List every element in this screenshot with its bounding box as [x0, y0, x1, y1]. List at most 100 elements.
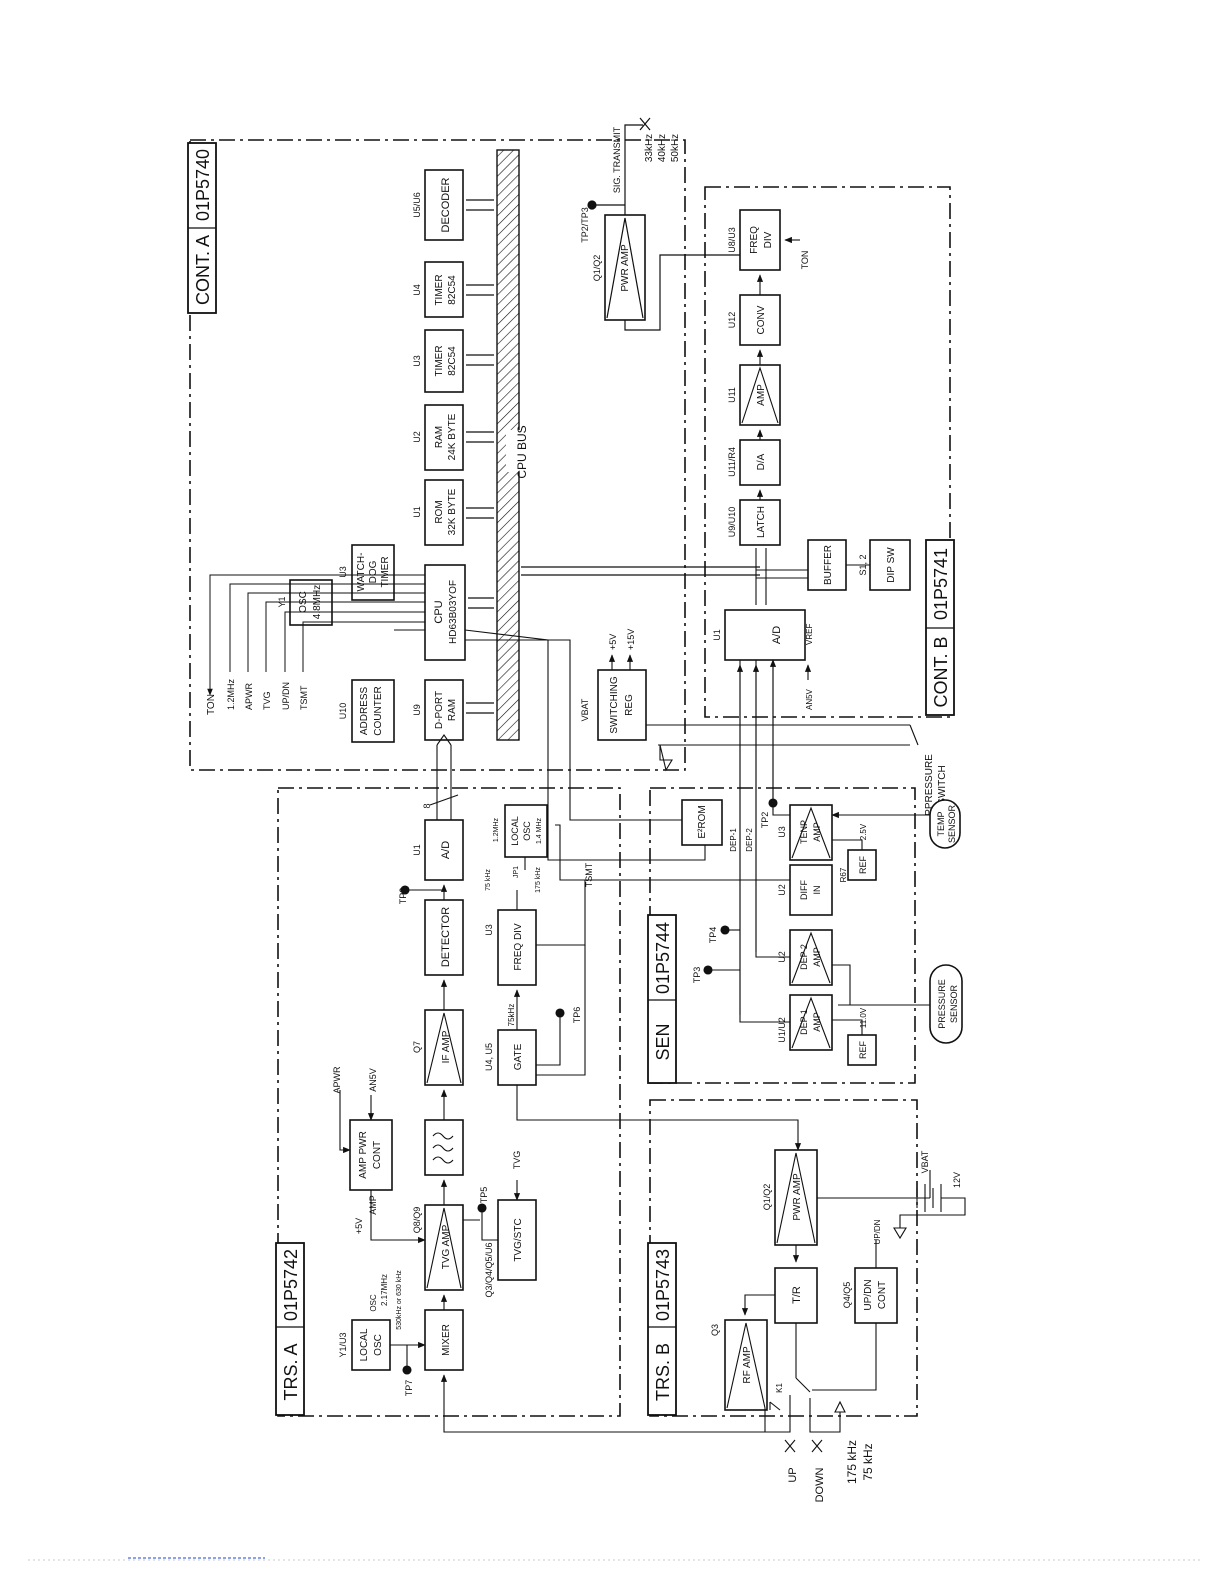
plus5v-label: +5V — [608, 634, 618, 650]
ad-b-vref: VREF — [805, 624, 814, 645]
cont-b-frame — [704, 186, 951, 718]
vbat-b-label: VBAT — [920, 1150, 930, 1173]
local-osc-a-osc: OSC — [369, 1294, 378, 1312]
timer-u4-line1: TIMER — [434, 274, 445, 305]
local-osc-a-line2: OSC — [373, 1334, 384, 1356]
trs-a-title: TRS. A 01P5742 — [275, 1242, 305, 1416]
freq-div-b-ton: TON — [800, 251, 810, 270]
freq-div-b-ref: U8/U3 — [727, 227, 737, 253]
local-osc-a-out: 530kHz or 630 kHz — [396, 1270, 403, 1330]
watchdog-line2: DOG — [368, 560, 379, 583]
watchdog-line1: WATCH- — [356, 553, 367, 592]
rf-amp-block: RF AMP Q3 — [710, 1319, 768, 1411]
dep1-line2: AMP — [812, 1012, 822, 1032]
decoder-label: DECODER — [440, 177, 452, 232]
amp-pwr-line2: CONT — [372, 1141, 383, 1169]
signal-1-2mhz: 1.2MHz — [226, 678, 236, 710]
amp-pwr-apwr: APWR — [332, 1066, 342, 1094]
rom-block: ROM 32K BYTE U1 — [412, 479, 464, 546]
dep1-amp-block: DEP 1 AMP U1/U2 — [777, 994, 833, 1051]
cont-b-name: CONT. B — [931, 636, 951, 707]
updn-ref: Q4/Q5 — [842, 1282, 852, 1309]
freq-div-b-line2: DIV — [763, 231, 774, 248]
trs-a-tsmt: TSMT — [584, 862, 594, 887]
tp7-label: TP7 — [404, 1380, 414, 1397]
rf-amp-ref: Q3 — [710, 1324, 720, 1336]
freq-div-a-block: FREQ DIV U3 75 kHz 175 kHz JP1 — [484, 866, 542, 986]
ad-b-block: A/D U1 VREF AN5V — [712, 609, 814, 710]
dep2-line2: AMP — [812, 947, 822, 967]
temp-sensor-line2: SENSOR — [947, 804, 957, 843]
tp2-tp3-label: TP2/TP3 — [580, 207, 590, 243]
buffer-label: BUFFER — [823, 545, 834, 585]
timer-u4-line2: 82C54 — [447, 275, 458, 305]
freq-33khz: 33kHz — [644, 134, 655, 162]
updn-line1: UP/DN — [863, 1279, 874, 1310]
local-osc-a-freq: 2.17MHz — [380, 1274, 389, 1306]
tenp-line2: AMP — [812, 822, 822, 842]
da-label: D/A — [756, 453, 767, 470]
gate-75khz: 75kHz — [507, 1004, 516, 1027]
ad-a-label: A/D — [440, 841, 452, 859]
cont-a-name: CONT. A — [193, 235, 213, 305]
latch-ref: U9/U10 — [727, 507, 737, 538]
v12-label: 12V — [952, 1172, 962, 1188]
decoder-ref: U5/U6 — [412, 192, 422, 218]
freq-75khz: 75 kHz — [861, 1443, 875, 1480]
cont-a-pwr-amp-label: PWR AMP — [620, 244, 631, 292]
cont-a-pwr-amp-ref: Q1/Q2 — [592, 255, 602, 282]
switching-line2: REG — [624, 694, 635, 716]
sen-tp3: TP3 — [692, 967, 702, 984]
diff-line2: IN — [812, 886, 822, 895]
rom-line1: ROM — [434, 500, 445, 523]
cont-a-code: 01P5740 — [193, 149, 213, 221]
address-counter-block: ADDRESS COUNTER U10 — [338, 679, 395, 743]
filter-block — [424, 1119, 464, 1176]
trs-a-wires — [339, 734, 802, 1375]
tenp-ref: U3 — [777, 826, 787, 838]
conv-block: CONV U12 — [727, 294, 781, 346]
detector-block: DETECTOR — [424, 899, 464, 976]
dport-line1: D-PORT — [434, 691, 445, 729]
trs-b-name: TRS. B — [653, 1343, 673, 1401]
rom-ref: U1 — [412, 506, 422, 518]
pwr-amp-b-label: PWR AMP — [792, 1173, 803, 1221]
ad-b-label: A/D — [771, 626, 783, 644]
local-osc-b-line1: LOCAL — [510, 816, 520, 846]
timer-u4-block: TIMER 82C54 U4 — [412, 261, 464, 318]
pressure-sensor: PRESSURE SENSOR — [929, 964, 963, 1044]
sen-tp2: TP2 — [760, 812, 770, 829]
pwr-amp-b-ref: Q1/Q2 — [762, 1184, 772, 1211]
gate-block: GATE U4, U5 75kHz TP6 — [484, 1004, 582, 1086]
page-bottom-rule — [28, 1557, 1200, 1561]
dipsw-label: DIP SW — [886, 547, 897, 583]
diff-in-block: DIFF IN U2 — [777, 864, 833, 916]
cpu-bus: CPU BUS — [496, 149, 532, 741]
sen-code: 01P5744 — [653, 922, 673, 994]
rf-amp-label: RF AMP — [742, 1346, 753, 1384]
buffer-block: BUFFER — [807, 539, 847, 591]
freq-div-a-175: 175 kHz — [535, 867, 542, 893]
timer-u3-line2: 82C54 — [447, 346, 458, 376]
freq-175khz: 175 kHz — [845, 1440, 859, 1484]
dep1-ref: U1/U2 — [777, 1017, 787, 1043]
dport-line2: RAM — [447, 699, 458, 721]
ref-11v-block: REF 11.0V — [847, 1007, 877, 1066]
cpu-bus-label: CPU BUS — [515, 425, 529, 478]
local-osc-a-block: LOCAL OSC Y1/U3 OSC 2.17MHz 530kHz or 63… — [338, 1270, 403, 1371]
da-block: D/A U11/R4 — [727, 439, 781, 486]
ram-line2: 24K BYTE — [447, 413, 458, 460]
vbat-label: VBAT — [580, 698, 590, 721]
tr-block: T/R — [774, 1267, 818, 1324]
sen-dep2: DEP-2 — [745, 828, 754, 852]
dport-ram-block: D-PORT RAM U9 — [412, 679, 464, 741]
sen-dep1: DEP-1 — [729, 828, 738, 852]
conv-ref: U12 — [727, 312, 737, 329]
signal-tvg: TVG — [262, 691, 272, 710]
signal-apwr: APWR — [244, 682, 254, 710]
addr-line1: ADDRESS — [359, 687, 370, 736]
cpu-line2: HD63B03YOF — [448, 580, 459, 644]
detector-label: DETECTOR — [440, 907, 452, 967]
ref-2-5v-ref: R67 — [839, 867, 848, 882]
ref-2-5v-block: REF R67 2.5V — [839, 823, 877, 882]
